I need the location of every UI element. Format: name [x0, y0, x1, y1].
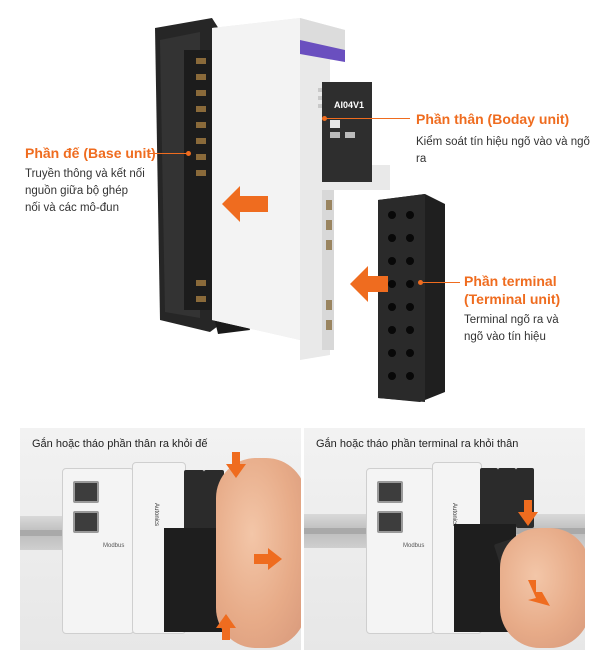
- pull-arrow-top: [226, 452, 246, 478]
- ethernet-port: [73, 481, 99, 503]
- terminal-unit-desc-line: Terminal ngõ ra và: [464, 314, 559, 326]
- module-label: AI04V1: [334, 100, 365, 110]
- body-unit-title: Phần thân (Boday unit): [416, 111, 570, 127]
- terminal-unit-desc: Terminal ngõ ra và ngõ vào tín hiệu: [464, 312, 559, 346]
- terminal-unit-leader: [422, 282, 460, 283]
- ethernet-port: [377, 511, 403, 533]
- pull-arrow-down: [518, 500, 538, 526]
- io-module: [498, 468, 516, 528]
- body-unit-leader: [326, 118, 410, 119]
- gateway-module: Modbus: [62, 468, 134, 634]
- terminal-unit-leader-dot: [418, 280, 423, 285]
- io-module: [480, 468, 498, 528]
- pull-arrow-bottom: [216, 614, 236, 640]
- photo-caption: Gắn hoặc tháo phần thân ra khỏi đế: [32, 438, 208, 450]
- hand: [500, 528, 585, 648]
- photo-body-removal: Gắn hoặc tháo phần thân ra khỏi đế Modbu…: [20, 428, 301, 650]
- insert-arrow-body: [222, 186, 268, 222]
- ethernet-port: [73, 511, 99, 533]
- pull-arrow-right: [254, 548, 282, 570]
- gateway-sub-label: Modbus: [403, 543, 425, 549]
- gateway-module: Modbus: [366, 468, 434, 634]
- base-unit-desc-line: Truyền thông và kết nối: [25, 168, 145, 180]
- product-diagram: AI04V1 Phần đế (Base unit) Truyền thông …: [25, 18, 590, 402]
- base-unit-desc: Truyền thông và kết nối nguồn giữa bộ gh…: [25, 166, 145, 217]
- terminal-unit-title-line: (Terminal unit): [464, 291, 561, 307]
- module-illustration: [155, 18, 445, 402]
- io-module: [184, 470, 204, 530]
- terminal-unit-title-line: Phần terminal: [464, 273, 557, 289]
- terminal-unit-title: Phần terminal (Terminal unit): [464, 272, 560, 308]
- base-unit-desc-line: nối và các mô-đun: [25, 202, 119, 214]
- photo-caption: Gắn hoặc tháo phần terminal ra khỏi thân: [316, 438, 519, 450]
- base-unit-leader: [148, 153, 188, 154]
- insert-arrow-terminal: [350, 266, 388, 302]
- brand-label: Autonics: [153, 503, 159, 527]
- pull-arrow-outward: [528, 580, 550, 606]
- photo-terminal-removal: Gắn hoặc tháo phần terminal ra khỏi thân…: [304, 428, 585, 650]
- terminal-unit-desc-line: ngõ vào tín hiệu: [464, 331, 546, 343]
- gateway-sub-label: Modbus: [103, 543, 125, 549]
- body-unit-shape: [212, 18, 390, 360]
- ethernet-port: [377, 481, 403, 503]
- base-unit-leader-dot: [186, 151, 191, 156]
- base-unit-title: Phần đế (Base unit): [25, 145, 156, 161]
- terminal-unit-shape: [378, 194, 445, 402]
- base-unit-desc-line: nguồn giữa bộ ghép: [25, 185, 128, 197]
- hand: [216, 458, 301, 648]
- body-unit-leader-dot: [322, 116, 327, 121]
- body-unit-desc: Kiểm soát tín hiệu ngõ vào và ngõ ra: [416, 136, 590, 165]
- brand-label: Autonics: [451, 503, 457, 527]
